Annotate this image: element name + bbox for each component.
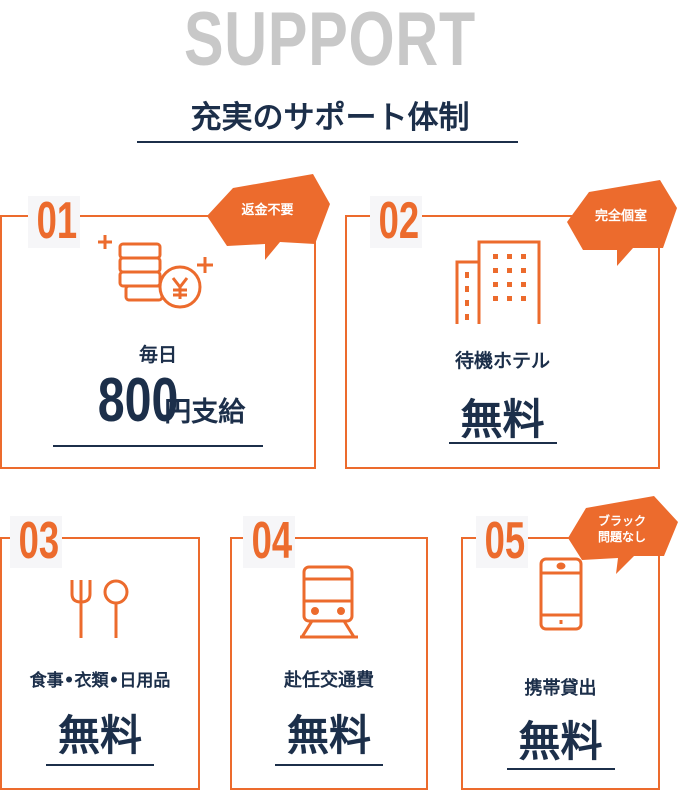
value-underline (46, 764, 154, 766)
card-value: 無料 (286, 711, 371, 760)
card-value: 800円支給 (97, 366, 246, 435)
badge-blacklist-ok: ブラック問題なし (566, 494, 678, 576)
card-meals (0, 537, 200, 790)
card-number: 01 (28, 195, 80, 248)
card-value: 無料 (460, 395, 545, 444)
value-underline (507, 768, 615, 770)
card-label: 赴任交通費 (284, 670, 374, 691)
speech-bubble-icon (567, 180, 677, 266)
train-icon (300, 565, 358, 639)
title-underline (137, 141, 518, 143)
value-underline (53, 445, 263, 447)
card-label: 毎日 (138, 344, 177, 366)
value-underline (449, 442, 557, 444)
speech-bubble-icon (568, 496, 678, 574)
card-value: 無料 (518, 717, 603, 766)
card-value: 無料 (57, 711, 142, 760)
card-transport (230, 537, 428, 790)
value-underline (275, 764, 383, 766)
card-number: 04 (243, 515, 295, 568)
card-number: 05 (476, 515, 528, 568)
badge-no-refund: 返金不要 (205, 172, 330, 260)
card-phone-rental (461, 537, 660, 790)
card-label: 携帯貸出 (524, 678, 597, 699)
yen-coins-icon (98, 235, 213, 309)
fork-spoon-icon (70, 579, 129, 638)
card-number: 03 (10, 515, 62, 568)
smartphone-icon (539, 557, 583, 631)
card-label: 食事•衣類•日用品 (29, 671, 171, 691)
page-title: 充実のサポート体制 (190, 100, 470, 136)
card-number: 02 (370, 195, 422, 248)
badge-line: ブラック (597, 514, 646, 528)
eyebrow-support: SUPPORT (183, 0, 477, 82)
card-label: 待機ホテル (454, 350, 550, 372)
card-hotel (345, 215, 660, 469)
building-icon (455, 240, 541, 324)
badge-line: 問題なし (597, 530, 646, 544)
card-daily-allowance (0, 215, 316, 469)
speech-bubble-icon (207, 174, 330, 260)
badge-private-room: 完全個室 (565, 178, 677, 266)
